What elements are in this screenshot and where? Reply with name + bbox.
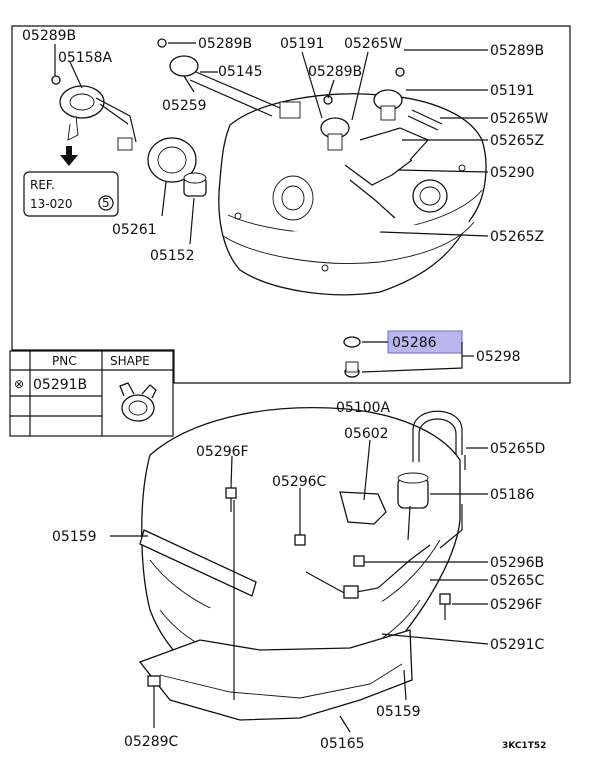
valve-05191-b bbox=[373, 67, 405, 121]
label-05191-b: 05191 bbox=[490, 83, 535, 99]
hose-05265C bbox=[305, 544, 431, 595]
label-05289B-d: 05289B bbox=[490, 43, 544, 59]
fuel-gauge-unit-05145 bbox=[157, 38, 301, 119]
table-header-pnc: PNC bbox=[52, 354, 77, 368]
svg-text:REF.: REF. bbox=[30, 178, 55, 192]
table-row-pnc: 05291B bbox=[33, 377, 87, 393]
label-05289B-c: 05289B bbox=[308, 64, 362, 80]
label-05261: 05261 bbox=[112, 222, 157, 238]
label-05296B: 05296B bbox=[490, 555, 544, 571]
filter-05152 bbox=[183, 172, 207, 197]
label-05265Z-a: 05265Z bbox=[490, 133, 544, 149]
label-05290: 05290 bbox=[490, 165, 535, 181]
bracket-05602 bbox=[339, 491, 387, 525]
label-05165: 05165 bbox=[320, 736, 365, 752]
label-05289C: 05289C bbox=[124, 734, 179, 750]
bolt-05296C bbox=[294, 525, 306, 546]
label-05186: 05186 bbox=[490, 487, 535, 503]
label-05265D: 05265D bbox=[490, 441, 545, 457]
label-05602: 05602 bbox=[344, 426, 389, 442]
label-05259: 05259 bbox=[162, 98, 207, 114]
table-header-shape: SHAPE bbox=[110, 354, 150, 368]
reference-box: REF. 13-020 5 bbox=[23, 171, 119, 217]
label-05159-a: 05159 bbox=[52, 529, 97, 545]
drain-plug-assembly bbox=[343, 336, 361, 378]
label-05158A: 05158A bbox=[58, 50, 113, 66]
label-05289B-a: 05289B bbox=[22, 28, 76, 44]
table-row-symbol: ⊗ bbox=[14, 377, 24, 391]
label-05296F-b: 05296F bbox=[490, 597, 543, 613]
label-05265W-b: 05265W bbox=[490, 111, 549, 127]
hose-05265W bbox=[407, 109, 443, 131]
clamp-05291C bbox=[343, 585, 359, 599]
down-arrow-icon bbox=[60, 146, 78, 166]
hose-clamp-shape-icon bbox=[119, 382, 157, 422]
label-05296F-a: 05296F bbox=[196, 444, 249, 460]
label-05296C: 05296C bbox=[272, 474, 327, 490]
svg-text:5: 5 bbox=[102, 196, 110, 210]
leader-lines bbox=[54, 42, 489, 733]
label-05100A: 05100A bbox=[336, 400, 391, 416]
protector-05165 bbox=[138, 629, 413, 721]
label-05265W-a: 05265W bbox=[344, 36, 403, 52]
label-05289B-b: 05289B bbox=[198, 36, 252, 52]
label-05265Z-b: 05265Z bbox=[490, 229, 544, 245]
gasket-05261 bbox=[147, 137, 197, 183]
drawing-code: 3KC1T52 bbox=[502, 741, 546, 751]
label-05298: 05298 bbox=[476, 349, 521, 365]
label-05291C: 05291C bbox=[490, 637, 545, 653]
valve-05191-a bbox=[320, 95, 350, 151]
tank-band-05159 bbox=[139, 500, 257, 700]
label-05286: 05286 bbox=[392, 335, 437, 351]
upper-assembly-frame bbox=[11, 25, 571, 384]
label-05145: 05145 bbox=[218, 64, 263, 80]
label-05191-a: 05191 bbox=[280, 36, 325, 52]
fuel-filter-05186 bbox=[397, 410, 466, 549]
bolt-05296B bbox=[353, 555, 365, 567]
label-05159-b: 05159 bbox=[376, 704, 421, 720]
upper-fuel-tank bbox=[218, 93, 487, 296]
bolt-05296F-b bbox=[439, 593, 451, 620]
fuel-pump-sender-05158A bbox=[51, 75, 137, 151]
bolt-05289C bbox=[147, 675, 161, 700]
svg-text:13-020: 13-020 bbox=[30, 197, 73, 211]
label-05265C: 05265C bbox=[490, 573, 545, 589]
label-05152: 05152 bbox=[150, 248, 195, 264]
pnc-shape-table: PNC SHAPE ⊗ 05291B bbox=[9, 350, 174, 437]
